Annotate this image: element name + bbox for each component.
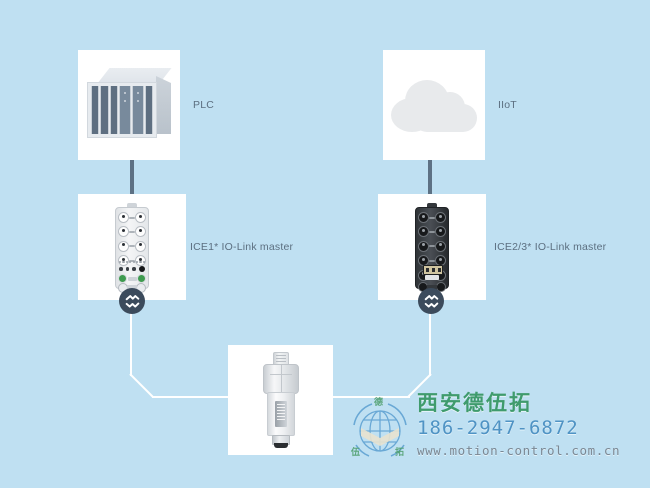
iolink-wire-left-diagonal: [129, 373, 154, 398]
iolink-wire-left-horizontal: [152, 396, 252, 398]
watermark-url: www.motion-control.com.cn: [417, 443, 621, 458]
svg-text:拓: 拓: [395, 446, 404, 458]
node-label-iiot: IIoT: [498, 99, 517, 111]
panel-iiot: [383, 50, 485, 160]
iolink-wire-right-horizontal: [310, 396, 410, 398]
io-link-badge-right[interactable]: [418, 288, 444, 314]
panel-plc: [78, 50, 180, 160]
iolink-wire-right-vertical: [429, 300, 431, 376]
watermark: 德 伍 拓 西安德伍拓 186-2947-6872 www.motion-con…: [345, 390, 645, 482]
ice23-module-icon: [415, 203, 449, 292]
node-label-plc: PLC: [193, 99, 215, 111]
wire-plc-to-ice1: [130, 158, 134, 194]
wire-iiot-to-ice23: [428, 158, 432, 194]
node-label-ice1: ICE1* IO-Link master: [190, 241, 294, 253]
panel-ice23: [378, 194, 486, 300]
watermark-phone: 186-2947-6872: [417, 417, 579, 439]
svg-text:德: 德: [374, 396, 383, 408]
iolink-sensor-icon: [258, 352, 304, 448]
cloud-icon: [391, 78, 477, 132]
iolink-wire-left-vertical: [130, 300, 132, 376]
globe-logo-icon: 德 伍 拓: [347, 395, 413, 461]
svg-text:伍: 伍: [350, 446, 360, 458]
ice1-module-icon: [115, 203, 149, 293]
node-label-ice23: ICE2/3* IO-Link master: [494, 241, 607, 253]
panel-ice1: [78, 194, 186, 300]
io-link-badge-left[interactable]: [119, 288, 145, 314]
watermark-company: 西安德伍拓: [417, 391, 532, 415]
panel-sensor: [228, 345, 333, 455]
plc-rack-icon: [87, 68, 172, 142]
